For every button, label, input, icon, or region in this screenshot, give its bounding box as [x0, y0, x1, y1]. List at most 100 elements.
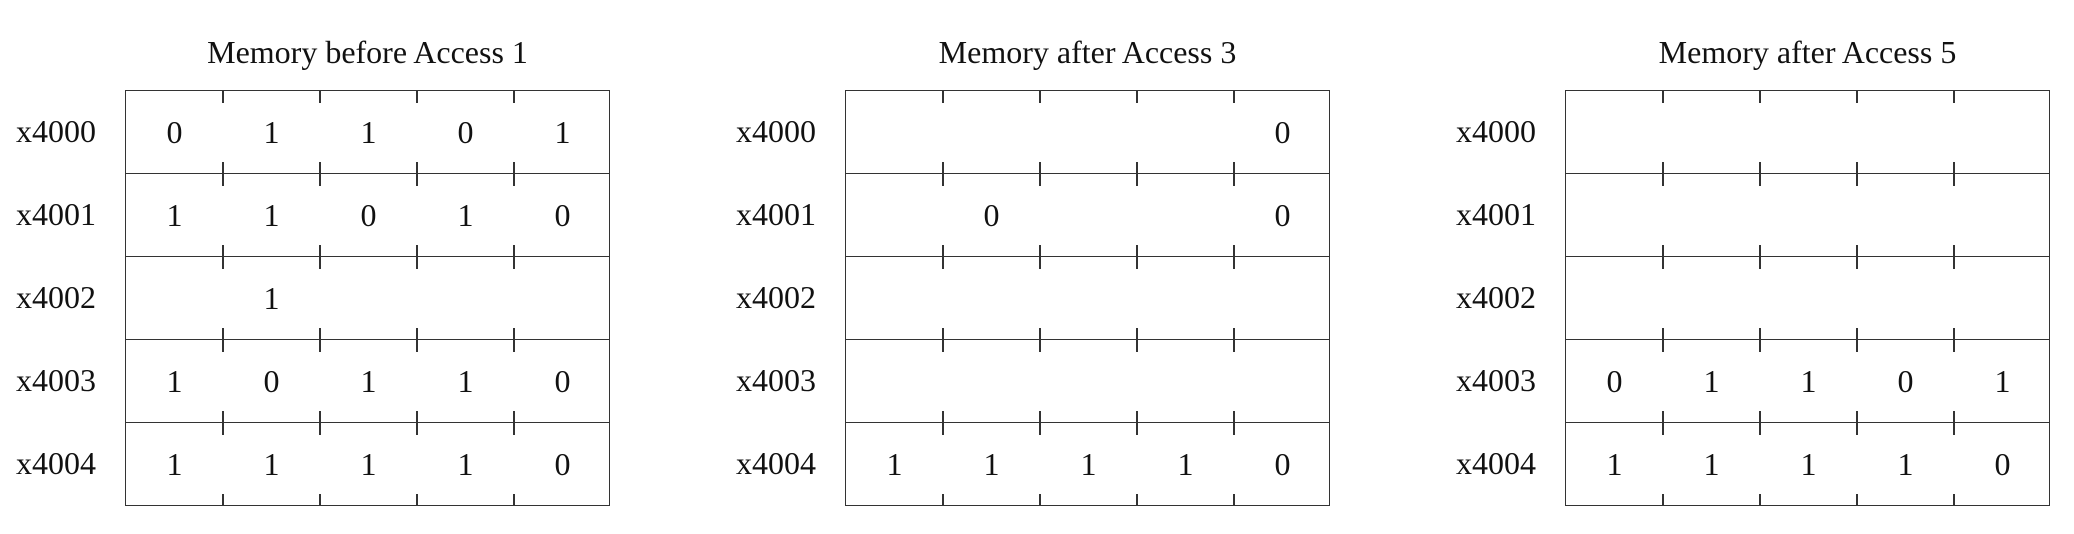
address-label: x4003 [736, 362, 816, 398]
bit-cell [1954, 257, 2051, 340]
bit-cell: 1 [983, 446, 1000, 482]
bit-cell: 0 [457, 114, 474, 150]
bit-tick-mark [1953, 257, 1955, 269]
bit-tick-mark [1136, 328, 1138, 340]
bit-cell: 1 [1703, 363, 1720, 399]
bit-tick-mark [1039, 340, 1041, 352]
bit-tick-mark [1136, 411, 1138, 423]
bit-cell [1040, 340, 1137, 423]
bit-tick-mark [513, 257, 515, 269]
bit-tick-mark [1759, 423, 1761, 435]
bit-tick-mark [319, 91, 321, 103]
bit-cell [1137, 174, 1234, 257]
bit-cell [1137, 257, 1234, 340]
bit-cell: 1 [457, 363, 474, 399]
bit-tick-mark [1953, 423, 1955, 435]
address-label: x4001 [1456, 196, 1536, 232]
bit-cell: 0 [1274, 446, 1291, 482]
bit-tick-mark [1039, 245, 1041, 257]
bit-cell: 1 [1800, 446, 1817, 482]
bit-tick-mark [942, 411, 944, 423]
bit-tick-mark [942, 340, 944, 352]
panel-title: Memory before Access 1 [207, 34, 528, 70]
memory-row [846, 339, 1329, 423]
bit-tick-mark [222, 257, 224, 269]
bit-tick-mark [1136, 257, 1138, 269]
bit-cell: 0 [554, 197, 571, 233]
bit-tick-mark [513, 162, 515, 174]
bit-tick-mark [1233, 257, 1235, 269]
bit-cell: 1 [263, 114, 280, 150]
memory-row: 0 [846, 91, 1329, 174]
bit-cell [1566, 257, 1663, 340]
bit-cell [1040, 91, 1137, 174]
bit-cell [126, 257, 223, 340]
address-label: x4004 [16, 445, 96, 481]
memory-row [1566, 173, 2049, 257]
bit-tick-mark [1136, 162, 1138, 174]
bit-tick-mark [1039, 411, 1041, 423]
bit-tick-mark [416, 423, 418, 435]
bit-cell: 0 [554, 446, 571, 482]
bit-tick-mark [1233, 340, 1235, 352]
bit-cell: 0 [554, 363, 571, 399]
bit-cell [1857, 257, 1954, 340]
bit-tick-mark [1136, 340, 1138, 352]
bit-cell [514, 257, 611, 340]
bit-cell [1663, 91, 1760, 174]
bit-cell [1857, 174, 1954, 257]
bit-tick-mark [416, 91, 418, 103]
bit-tick-mark [416, 494, 418, 506]
bit-tick-mark [416, 411, 418, 423]
bit-cell: 0 [1274, 114, 1291, 150]
address-label: x4001 [16, 196, 96, 232]
memory-row: 1 [126, 256, 609, 340]
bit-tick-mark [1953, 328, 1955, 340]
bit-tick-mark [1759, 340, 1761, 352]
bit-tick-mark [942, 245, 944, 257]
bit-tick-mark [1662, 162, 1664, 174]
bit-tick-mark [222, 423, 224, 435]
bit-tick-mark [1233, 162, 1235, 174]
bit-tick-mark [1039, 494, 1041, 506]
bit-cell [943, 340, 1040, 423]
bit-cell [943, 91, 1040, 174]
address-label: x4002 [736, 279, 816, 315]
bit-tick-mark [1856, 174, 1858, 186]
bit-cell [943, 257, 1040, 340]
bit-tick-mark [222, 245, 224, 257]
bit-tick-mark [1759, 257, 1761, 269]
bit-tick-mark [1233, 411, 1235, 423]
bit-tick-mark [1662, 423, 1664, 435]
bit-tick-mark [942, 494, 944, 506]
memory-row [1566, 256, 2049, 340]
bit-tick-mark [1662, 340, 1664, 352]
bit-cell [1137, 340, 1234, 423]
bit-tick-mark [1856, 494, 1858, 506]
bit-tick-mark [1953, 340, 1955, 352]
bit-cell [1137, 91, 1234, 174]
bit-cell [1760, 174, 1857, 257]
address-label: x4000 [1456, 113, 1536, 149]
bit-cell: 0 [360, 197, 377, 233]
address-label: x4002 [1456, 279, 1536, 315]
bit-tick-mark [1039, 328, 1041, 340]
bit-tick-mark [1233, 423, 1235, 435]
bit-tick-mark [222, 340, 224, 352]
address-label: x4004 [736, 445, 816, 481]
bit-tick-mark [513, 494, 515, 506]
bit-cell: 1 [263, 446, 280, 482]
bit-cell [320, 257, 417, 340]
bit-cell [1760, 91, 1857, 174]
bit-tick-mark [513, 423, 515, 435]
bit-tick-mark [513, 174, 515, 186]
memory-row [846, 256, 1329, 340]
bit-tick-mark [1233, 245, 1235, 257]
bit-tick-mark [222, 174, 224, 186]
